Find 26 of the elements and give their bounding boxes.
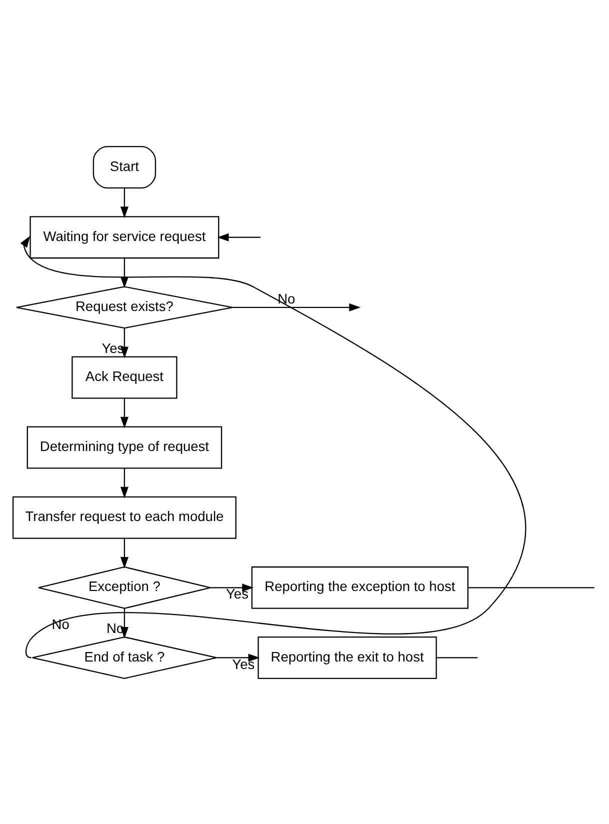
connector (436, 656, 478, 658)
arrow (217, 232, 260, 241)
node-box: Transfer request to each module (12, 496, 236, 538)
arrow (120, 398, 128, 428)
arrow (120, 468, 128, 498)
arrow (120, 258, 128, 288)
node-diamond: End of task ? (32, 636, 218, 678)
node-diamond: Request exists? (16, 286, 234, 328)
arrow (232, 302, 361, 311)
edge-label: Yes (226, 586, 248, 602)
node-box: Start (92, 146, 156, 188)
node-box: Reporting the exception to host (251, 566, 468, 608)
node-box: Reporting the exit to host (258, 636, 437, 678)
arrow (120, 188, 128, 218)
arrow (210, 583, 254, 592)
arrow (20, 235, 526, 658)
node-diamond: Exception ? (38, 566, 211, 608)
connector (468, 586, 594, 588)
arrow (120, 538, 128, 568)
arrow (216, 653, 260, 662)
edge-label: No (52, 616, 70, 632)
edge-label: Yes (232, 656, 255, 672)
node-box: Determining type of request (26, 426, 222, 468)
node-box: Ack Request (72, 356, 178, 398)
node-box: Waiting for service request (30, 216, 220, 258)
edge-label: No (278, 290, 296, 306)
